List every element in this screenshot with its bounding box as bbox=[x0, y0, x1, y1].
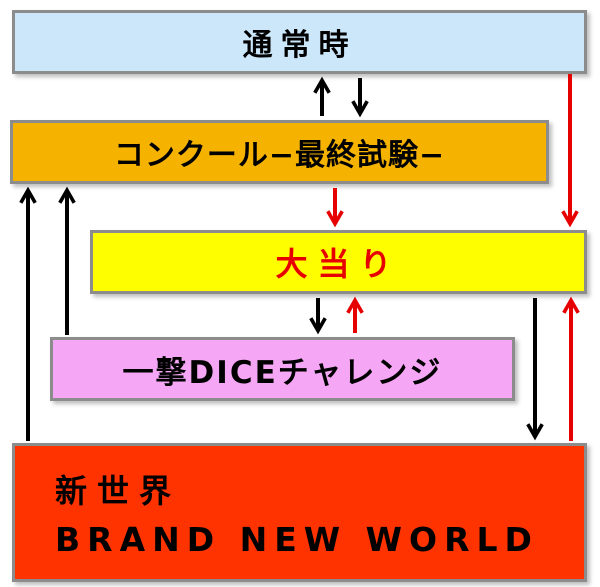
state-dice-challenge-box: 一撃DICEチャレンジ bbox=[50, 337, 515, 401]
state-bonus-box: 大当り bbox=[90, 230, 587, 294]
state-dice-challenge-label: 一撃DICEチャレンジ bbox=[122, 354, 443, 391]
state-new-world-title: 新世界 bbox=[55, 472, 182, 510]
state-concours-label: コンクール−最終試験− bbox=[113, 138, 446, 173]
state-normal-label: 通常時 bbox=[242, 28, 357, 63]
state-bonus-label: 大当り bbox=[275, 245, 402, 283]
state-new-world-box: 新世界 BRAND NEW WORLD bbox=[12, 443, 587, 582]
state-concours-box: コンクール−最終試験− bbox=[10, 120, 549, 184]
state-new-world-subtitle: BRAND NEW WORLD bbox=[55, 520, 539, 559]
state-normal-box: 通常時 bbox=[12, 10, 587, 74]
